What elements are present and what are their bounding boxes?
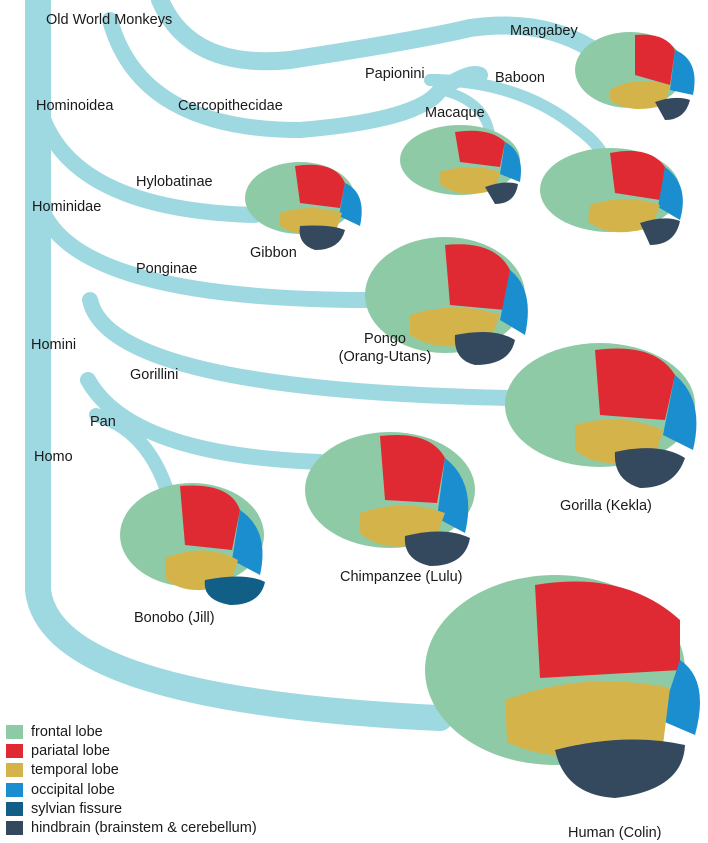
taxon-ponginae: Ponginae: [136, 261, 198, 277]
legend-item-parietal: pariatal lobe: [6, 741, 257, 760]
species-gibbon: Gibbon: [250, 245, 297, 261]
brain-chimpanzee: [305, 432, 475, 566]
legend-swatch: [6, 821, 23, 836]
brain-human: [425, 575, 700, 798]
taxon-hominidae: Hominidae: [32, 199, 102, 215]
brain-baboon: [540, 148, 683, 245]
branch-baboon: [424, 74, 611, 166]
branch-trunk: [25, 0, 453, 731]
legend-swatch: [6, 801, 23, 816]
species-human: Human (Colin): [568, 825, 662, 841]
brain-macaque: [400, 125, 521, 204]
legend-swatch: [6, 743, 23, 758]
legend-item-hindbrain: hindbrain (brainstem & cerebellum): [6, 818, 257, 837]
taxon-pan: Pan: [90, 414, 116, 430]
taxon-old-world-monkeys: Old World Monkeys: [46, 12, 173, 28]
species-pongo-common: (Orang-Utans): [338, 349, 432, 365]
branch-pan: [80, 372, 328, 470]
taxon-homini: Homini: [31, 337, 77, 353]
branch-gibbon: [32, 102, 263, 223]
taxon-gorillini: Gorillini: [130, 367, 179, 383]
legend: frontal lobe pariatal lobe temporal lobe…: [6, 722, 257, 838]
species-pongo-name: Pongo: [364, 331, 406, 347]
legend-swatch: [6, 724, 23, 739]
taxon-baboon: Baboon: [495, 70, 545, 86]
brain-gibbon: [245, 162, 362, 250]
taxon-cercopithecidae: Cercopithecidae: [178, 98, 283, 114]
legend-swatch: [6, 782, 23, 797]
taxon-macaque: Macaque: [425, 105, 485, 121]
taxon-homo: Homo: [34, 449, 73, 465]
legend-label: hindbrain (brainstem & cerebellum): [31, 820, 257, 837]
legend-item-frontal: frontal lobe: [6, 722, 257, 741]
taxon-hominoidea: Hominoidea: [36, 98, 114, 114]
species-gorilla: Gorilla (Kekla): [560, 498, 652, 514]
legend-item-temporal: temporal lobe: [6, 761, 257, 780]
taxon-papionini: Papionini: [365, 66, 425, 82]
branch-mangabey: [151, 0, 599, 71]
legend-label: pariatal lobe: [31, 742, 110, 759]
taxon-hylobatinae: Hylobatinae: [136, 174, 213, 190]
taxon-mangabey: Mangabey: [510, 23, 578, 39]
brain-mangabey: [575, 32, 695, 120]
legend-label: frontal lobe: [31, 723, 103, 740]
species-chimpanzee: Chimpanzee (Lulu): [340, 569, 463, 585]
branch-gorilla: [82, 292, 518, 406]
legend-swatch: [6, 763, 23, 778]
legend-label: sylvian fissure: [31, 800, 123, 817]
branch-macaque: [435, 85, 495, 140]
branch-bonobo: [89, 408, 177, 507]
legend-item-sylvian: sylvian fissure: [6, 799, 257, 818]
legend-label: occipital lobe: [31, 781, 115, 798]
brain-pongo: [365, 237, 528, 365]
species-pongo: Pongo (Orang-Utans): [325, 330, 445, 366]
brain-gorilla: [505, 343, 697, 488]
legend-item-occipital: occipital lobe: [6, 780, 257, 799]
branch-pongo: [34, 202, 378, 308]
brain-bonobo: [120, 483, 265, 605]
legend-label: temporal lobe: [31, 762, 119, 779]
species-bonobo: Bonobo (Jill): [134, 610, 215, 626]
